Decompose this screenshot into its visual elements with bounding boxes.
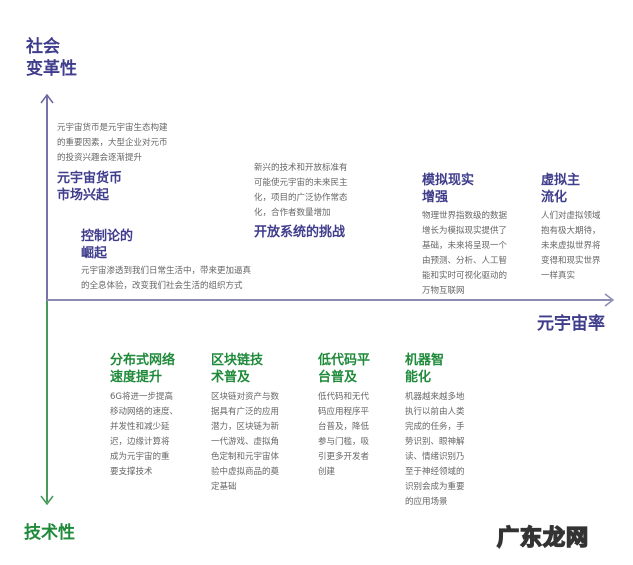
item-description: 元宇宙货币是元宇宙生态构建 的重要因素，大型企业对元币 的投资兴趣会逐渐提升: [57, 123, 168, 163]
watermark: 广东龙网: [496, 525, 590, 552]
social-item-simulated-reality: 模拟现实 增强 物理世界指数级的数据 增长为模拟现实提供了 基础，未来将呈现一个…: [422, 172, 532, 299]
tech-item-machine-intelligence: 机器智 能化 机器越来越多地 执行以前由人类 完成的任务，手 势识别、眼神解 读…: [405, 352, 490, 510]
item-description: 6G将进一步提高 移动网络的速度、 并发性和减少延 迟，边缘计算将 成为元宇宙的…: [110, 392, 179, 477]
item-title: 低代码平 台普及: [318, 353, 371, 385]
item-title: 区块链技 术普及: [211, 353, 264, 385]
item-title: 开放系统的挑战: [254, 225, 346, 240]
tech-item-distributed-network: 分布式网络 速度提升 6G将进一步提高 移动网络的速度、 并发性和减少延 迟，边…: [110, 352, 200, 480]
arrow-right-icon: [604, 293, 615, 307]
item-title: 分布式网络 速度提升: [110, 353, 176, 385]
axis-title-technical: 技术性: [24, 523, 75, 543]
tech-item-blockchain: 区块链技 术普及 区块链对资产与数 据具有广泛的应用 潜力，区块链为新 一代游戏…: [211, 352, 306, 495]
vertical-axis-lower: [46, 301, 48, 502]
item-description: 元宇宙渗透到我们日常生活中，带来更加逼真 的全息体验，改变我们社会生活的组织方式: [81, 266, 252, 291]
item-title: 模拟现实 增强: [422, 173, 475, 205]
axis-title-metaverse-rate: 元宇宙率: [537, 314, 605, 334]
horizontal-axis: [47, 299, 611, 301]
social-item-virtual-mainstream: 虚拟主 流化 人们对虚拟领域 抱有极大期待， 未来虚拟世界将 变得和现实世界 一…: [541, 172, 631, 284]
item-title: 虚拟主 流化: [541, 173, 581, 205]
vertical-axis-upper: [46, 96, 48, 301]
item-title: 机器智 能化: [405, 353, 445, 385]
arrow-down-icon: [40, 495, 54, 506]
item-description: 区块链对资产与数 据具有广泛的应用 潜力，区块链为新 一代游戏、虚拟角 色定制和…: [211, 392, 280, 492]
social-item-metaverse-currency: 元宇宙货币是元宇宙生态构建 的重要因素，大型企业对元币 的投资兴趣会逐渐提升 元…: [57, 121, 207, 204]
axis-title-social: 社会 变革性: [26, 36, 77, 80]
item-description: 新兴的技术和开放标准有 可能使元宇宙的未来民主 化，项目的广泛协作常态 化，合作…: [254, 163, 348, 218]
arrow-up-icon: [40, 93, 54, 104]
item-description: 机器越来越多地 执行以前由人类 完成的任务，手 势识别、眼神解 读、情绪识别乃 …: [405, 392, 465, 507]
tech-item-low-code: 低代码平 台普及 低代码和无代 码应用程序平 台普及，降低 参与门槛，吸 引更多…: [318, 352, 398, 480]
item-description: 低代码和无代 码应用程序平 台普及，降低 参与门槛，吸 引更多开发者 创建: [318, 392, 370, 477]
item-description: 物理世界指数级的数据 增长为模拟现实提供了 基础，未来将呈现一个 由预测、分析、…: [422, 211, 508, 296]
item-title: 控制论的 崛起: [81, 229, 134, 261]
social-item-open-systems: 新兴的技术和开放标准有 可能使元宇宙的未来民主 化，项目的广泛协作常态 化，合作…: [254, 161, 384, 241]
axis-title-line: 变革性: [26, 59, 77, 79]
item-title: 元宇宙货币 市场兴起: [57, 171, 123, 203]
axis-title-line: 社会: [26, 37, 60, 57]
item-description: 人们对虚拟领域 抱有极大期待， 未来虚拟世界将 变得和现实世界 一样真实: [541, 211, 601, 281]
social-item-cybernetics: 控制论的 崛起 元宇宙渗透到我们日常生活中，带来更加逼真 的全息体验，改变我们社…: [81, 228, 291, 294]
